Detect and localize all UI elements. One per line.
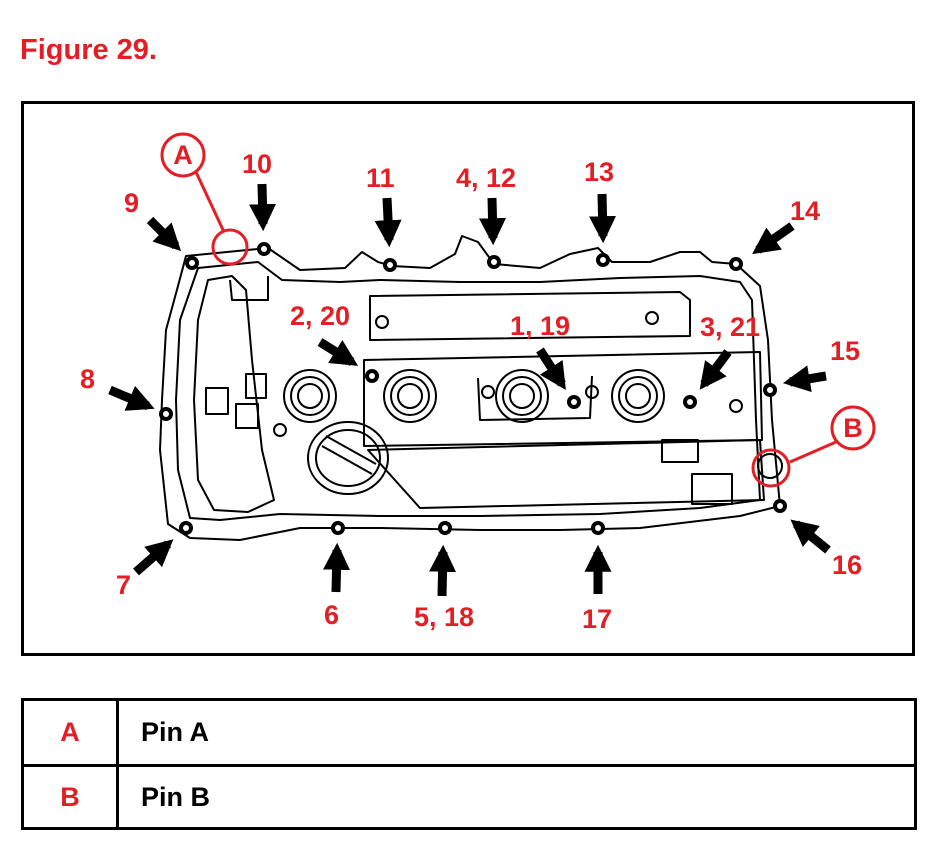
callout-1-19: 1, 19	[510, 311, 570, 341]
arrow-16	[790, 519, 831, 554]
pin-b-location	[751, 448, 791, 488]
pin-legend-table: A Pin A B Pin B	[21, 698, 917, 830]
legend-label: Pin B	[141, 781, 211, 812]
legend-label: Pin A	[141, 717, 210, 747]
callout-14: 14	[790, 196, 820, 226]
callout-9: 9	[124, 188, 139, 218]
arrow-15	[782, 365, 827, 393]
arrow-8	[108, 385, 155, 411]
arrow-7	[133, 539, 174, 576]
callout-4-12: 4, 12	[456, 163, 516, 193]
callout-3-21: 3, 21	[700, 312, 760, 342]
callout-6: 6	[324, 600, 339, 630]
legend-row: B Pin B	[24, 767, 914, 827]
callout-15: 15	[830, 336, 860, 366]
legend-row: A Pin A	[24, 701, 914, 767]
arrow-14	[752, 222, 795, 255]
pin-markers	[160, 132, 876, 488]
callout-5-18: 5, 18	[414, 602, 474, 632]
bolt-arrows	[108, 183, 831, 597]
pin-a-letter: A	[173, 140, 193, 170]
arrow-10	[249, 183, 277, 232]
callout-13: 13	[584, 157, 614, 187]
callout-17: 17	[582, 604, 612, 634]
pin-b-letter: B	[843, 413, 863, 443]
legend-key: B	[24, 767, 119, 827]
callout-labels: 10 11 4, 12 13 9 14 2, 20 1, 19 3, 21 15…	[80, 149, 862, 634]
figure-title: Figure 29.	[20, 34, 157, 66]
legend-key: A	[24, 701, 119, 764]
arrow-11	[374, 197, 402, 248]
pin-b-marker	[830, 405, 876, 451]
arrow-4-12	[479, 197, 507, 246]
arrow-2-20	[317, 338, 359, 366]
callout-16: 16	[832, 550, 862, 580]
pin-a-location	[211, 228, 249, 266]
pin-a-marker	[160, 132, 206, 178]
callout-10: 10	[242, 149, 272, 179]
callout-11: 11	[366, 163, 395, 193]
arrow-6	[323, 542, 351, 593]
callout-8: 8	[80, 364, 95, 394]
arrow-1-19	[536, 347, 566, 391]
callout-7: 7	[116, 570, 131, 600]
arrow-13	[589, 193, 617, 244]
cylinder-head-cover	[159, 235, 781, 541]
diagram-frame	[21, 101, 915, 656]
spark-plug-tubes	[273, 311, 783, 479]
callout-2-20: 2, 20	[290, 301, 350, 331]
arrow-3-21	[699, 349, 732, 390]
arrow-5-18	[429, 544, 457, 597]
oil-filler-cap	[307, 421, 389, 495]
arrow-9	[146, 216, 182, 252]
